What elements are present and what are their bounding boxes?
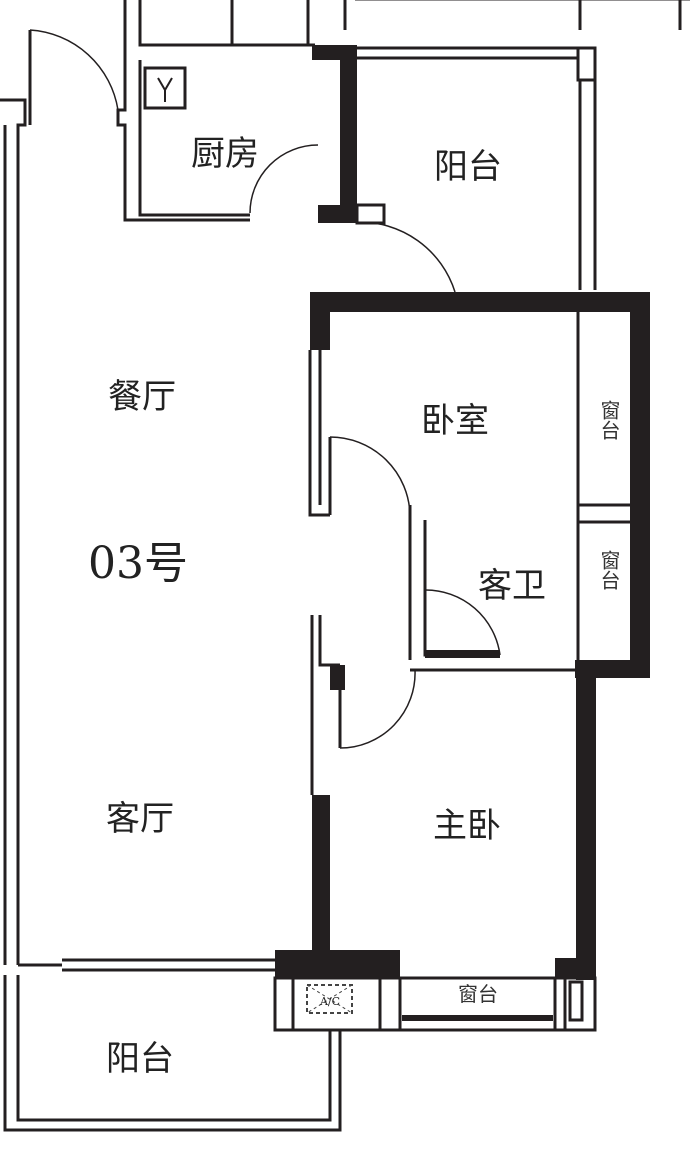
room-label-kitchen: 厨房 bbox=[191, 134, 259, 174]
ac-label: A/C bbox=[319, 995, 340, 1008]
room-label-living: 客厅 bbox=[106, 799, 174, 839]
ac-unit: A/C bbox=[306, 984, 353, 1014]
room-label-dining: 餐厅 bbox=[108, 377, 176, 417]
room-label-bay-window-1: 窗台 bbox=[597, 400, 621, 440]
room-label-bay-window-2: 窗台 bbox=[597, 550, 621, 590]
room-label-bedroom: 卧室 bbox=[421, 401, 489, 441]
thick-walls bbox=[275, 45, 650, 980]
unit-number-label: 03号 bbox=[88, 538, 188, 589]
room-label-bay-window-3: 窗台 bbox=[458, 982, 498, 1006]
room-label-master-bedroom: 主卧 bbox=[433, 806, 501, 846]
room-label-balcony-top: 阳台 bbox=[434, 147, 502, 187]
room-label-balcony-bottom: 阳台 bbox=[106, 1039, 174, 1079]
door-swings bbox=[29, 29, 501, 749]
room-label-guest-bath: 客卫 bbox=[478, 566, 546, 606]
thin-walls bbox=[0, 0, 690, 1132]
